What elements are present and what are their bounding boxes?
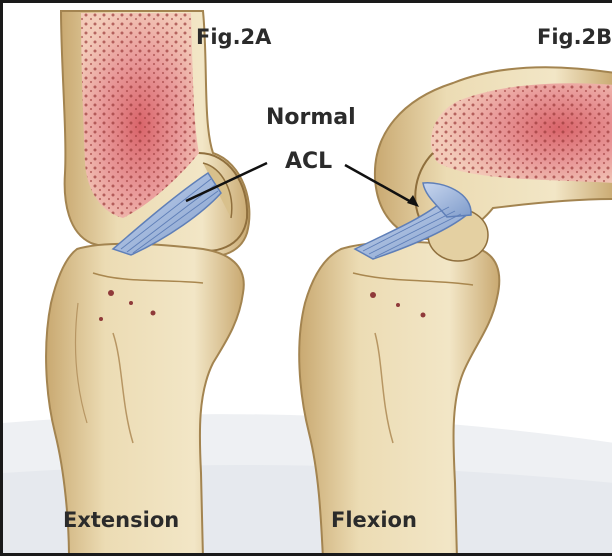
- acl-label: ACL: [285, 149, 332, 174]
- figure-label-2a: Fig.2A: [196, 25, 271, 49]
- flexion-label: Flexion: [331, 508, 417, 532]
- extension-label: Extension: [63, 508, 179, 532]
- knee-illustration: [3, 3, 612, 556]
- normal-label: Normal: [266, 105, 356, 130]
- figure-label-2b: Fig.2B: [537, 25, 612, 49]
